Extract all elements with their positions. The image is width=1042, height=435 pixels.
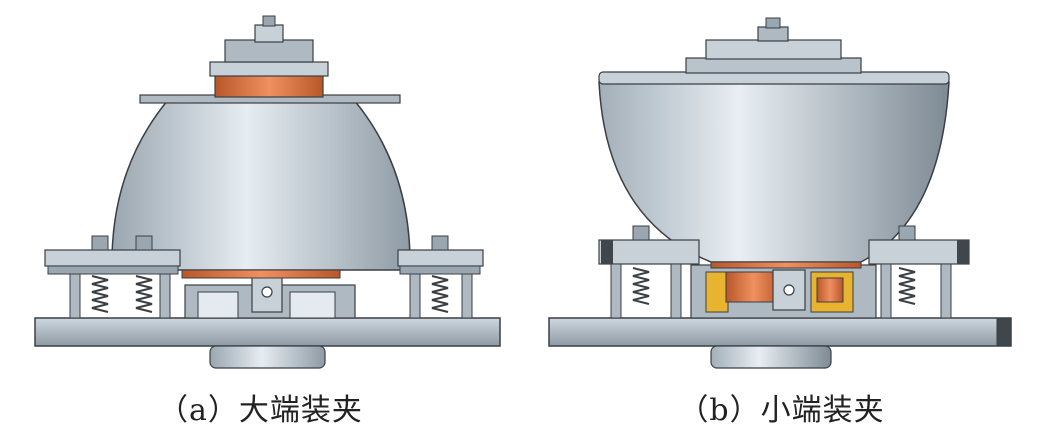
small-end-clamping-render xyxy=(548,17,1012,369)
top-nut xyxy=(757,26,789,42)
caption-large-end-clamping: （a）大端装夹 xyxy=(158,393,363,428)
top-bolt xyxy=(262,15,276,27)
top-cap xyxy=(224,39,314,63)
panel-small-end-clamping: （b）小端装夹 xyxy=(521,0,1042,435)
bottom-boss xyxy=(209,345,326,369)
top-nut xyxy=(254,24,284,43)
center-clamp xyxy=(772,269,806,311)
panel-large-end-clamping: （a）大端装夹 xyxy=(34,15,501,428)
gold-insert-left xyxy=(705,271,729,313)
base-plate xyxy=(34,317,501,347)
top-cap xyxy=(705,39,842,60)
right-clamp-assembly xyxy=(397,235,484,319)
bottom-boss xyxy=(710,345,832,369)
lower-copper-ring xyxy=(181,269,341,279)
top-disk xyxy=(209,61,329,77)
large-end-clamping-render xyxy=(34,15,501,369)
clamp-screw xyxy=(783,284,795,296)
fixture-window-left xyxy=(197,291,239,319)
base-plate-end xyxy=(996,317,1012,347)
clamp-screw xyxy=(261,286,273,298)
lower-copper-lip xyxy=(710,261,862,269)
caption-small-end-clamping: （b）小端装夹 xyxy=(678,393,885,428)
bowl-body xyxy=(598,81,950,263)
top-disk xyxy=(685,57,862,74)
base-plate xyxy=(548,317,1012,347)
top-bolt xyxy=(765,17,781,29)
right-clamp-assembly xyxy=(868,225,970,319)
copper-block-right xyxy=(816,277,844,303)
top-rim xyxy=(598,71,950,85)
left-clamp-assembly xyxy=(598,225,700,319)
fixture-window-right xyxy=(289,291,336,319)
upper-copper-ring xyxy=(214,74,324,98)
copper-block xyxy=(725,271,782,303)
left-clamp-assembly xyxy=(44,235,181,319)
bell-body xyxy=(111,99,411,271)
